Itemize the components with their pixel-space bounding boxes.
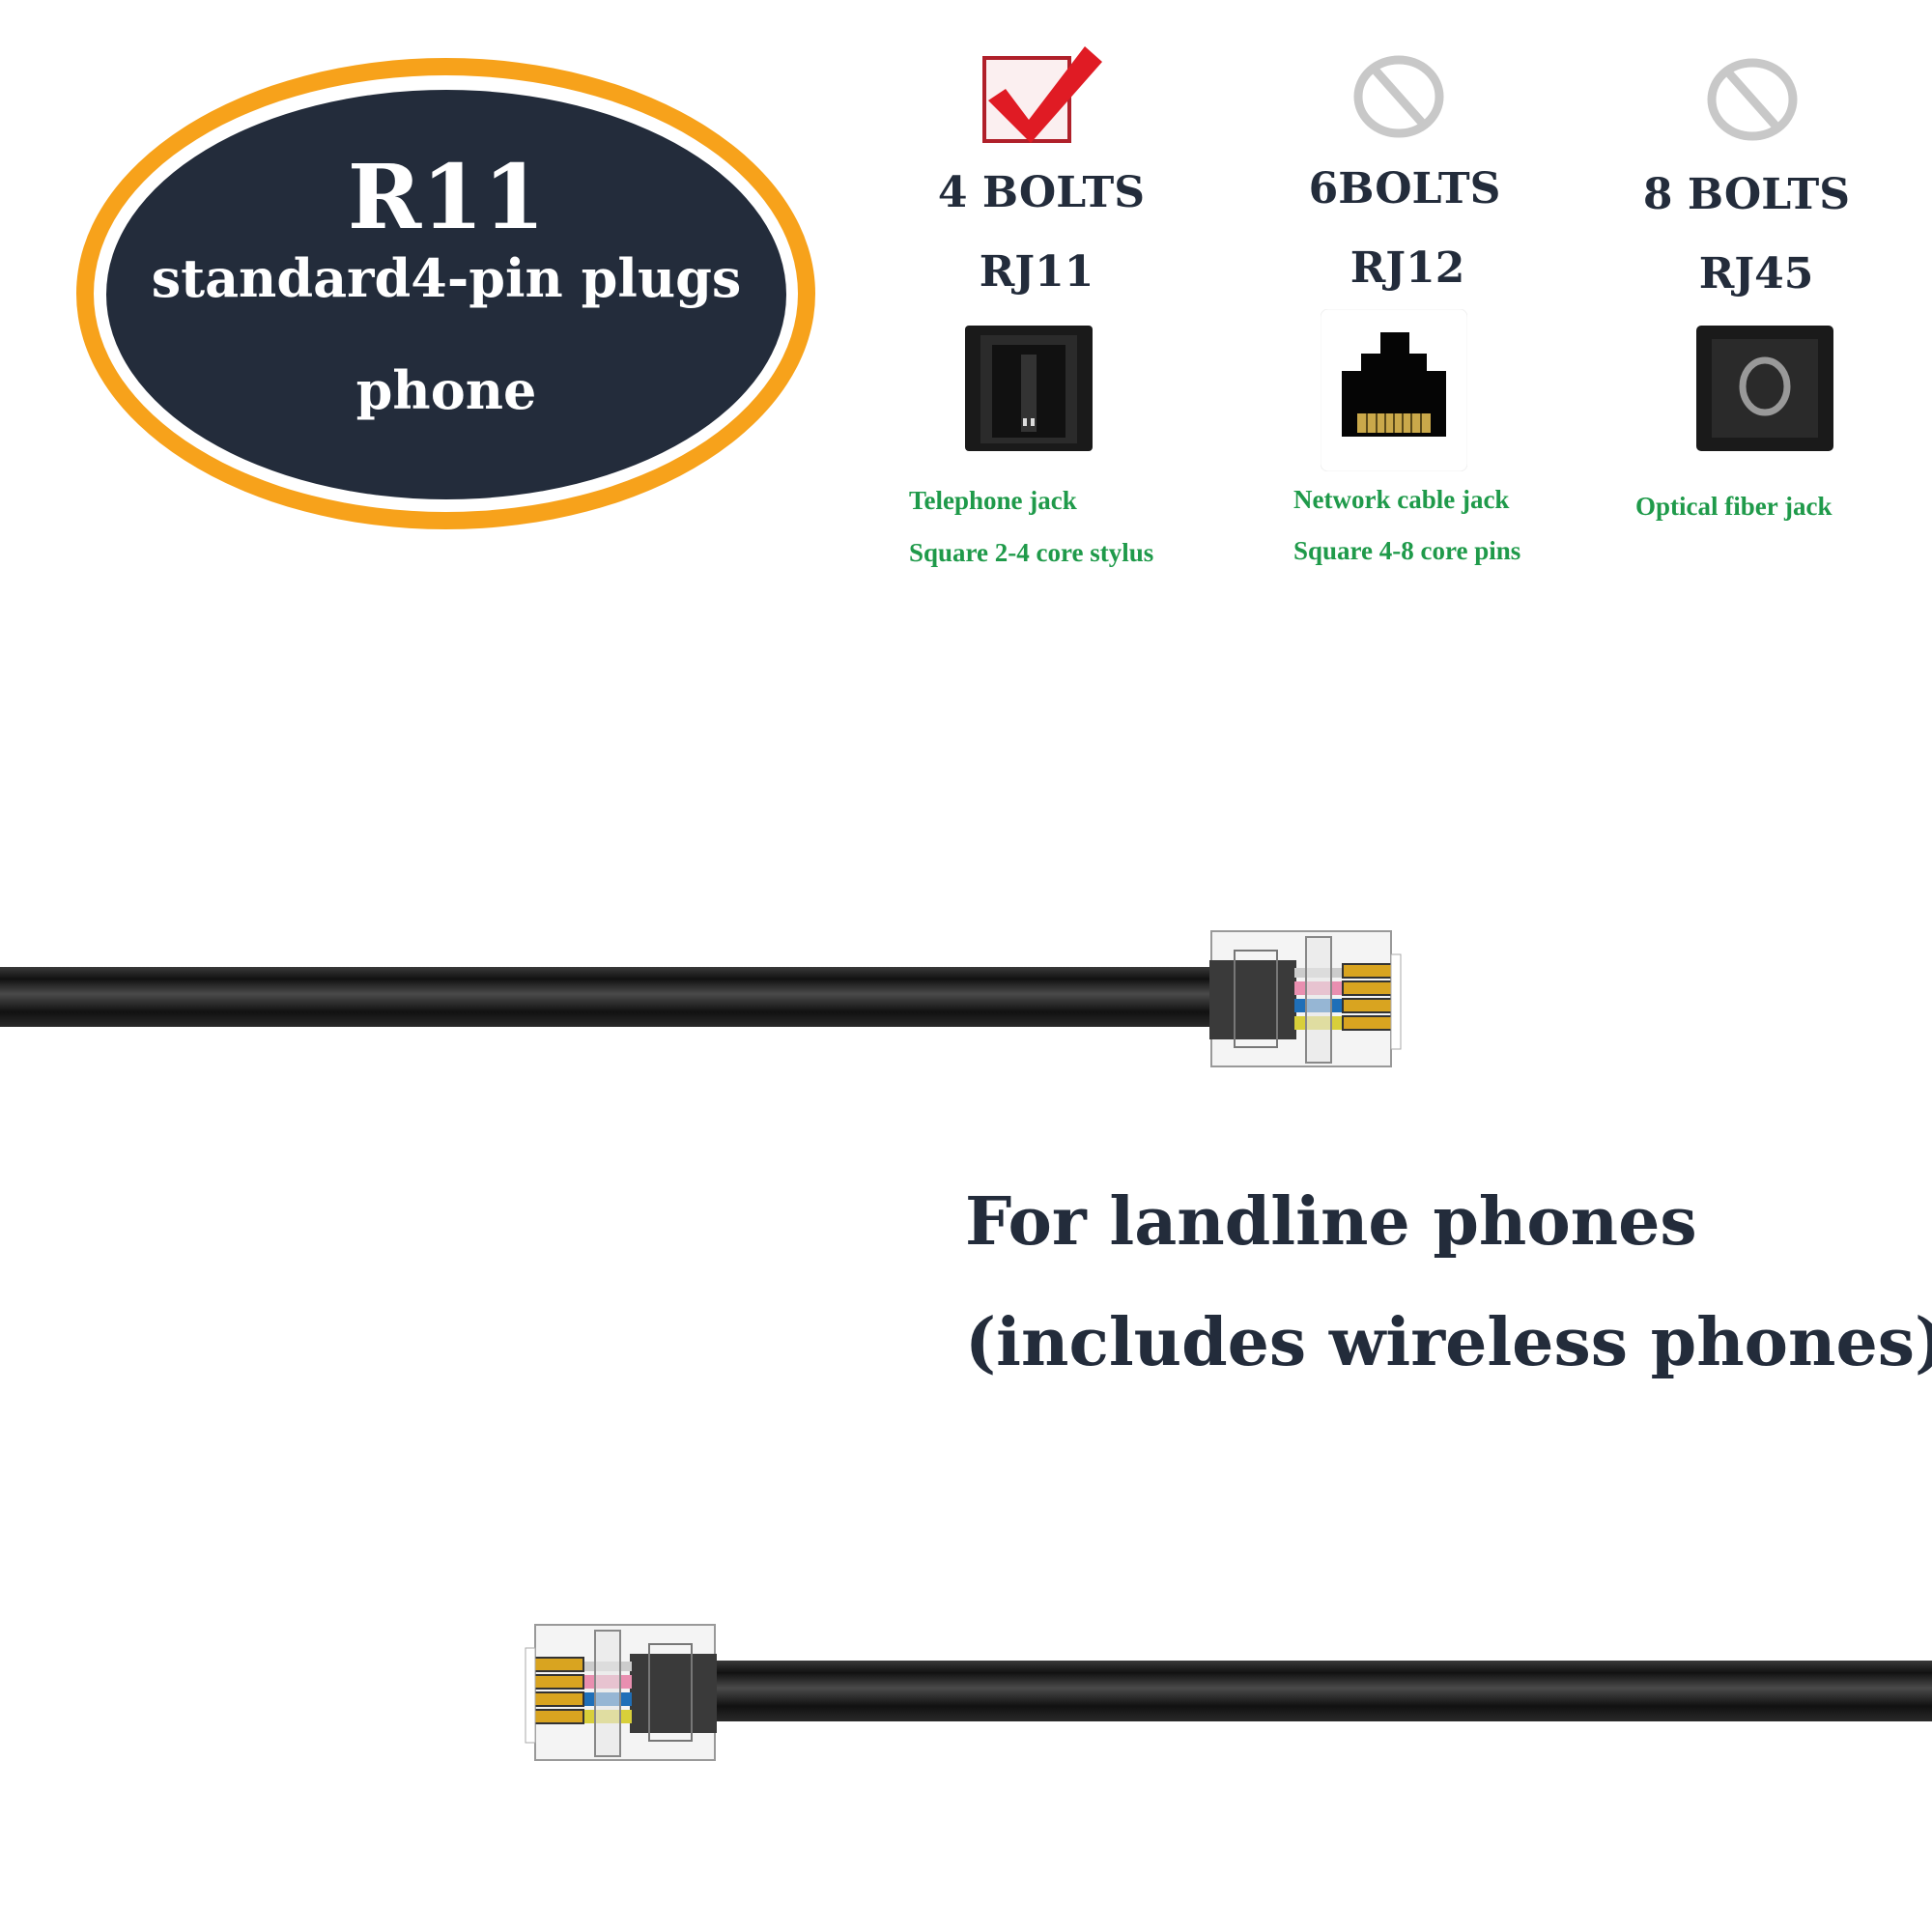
jack-description: Network cable jack [1293,485,1510,514]
caption-line2: (includes wireless phones) [965,1304,1932,1381]
bolts-label: 6BOLTS [1308,164,1501,213]
rj11-plug-icon [525,1624,717,1761]
badge-subtitle: standard4-pin plugs [151,247,742,309]
caption-line1: For landline phones [965,1183,1697,1261]
phone-cable [0,967,1217,1027]
jack-description: Optical fiber jack [1635,492,1833,521]
badge-title: R11 [347,145,546,249]
prohibited-icon [1353,55,1444,138]
telephone-jack-icon [965,326,1093,451]
model-label: RJ11 [979,247,1094,297]
jack-description: Telephone jack [909,486,1077,515]
model-label: RJ12 [1350,243,1465,293]
model-label: RJ45 [1698,249,1814,298]
checkmark-icon [982,46,1102,143]
prohibited-icon [1707,58,1798,141]
optical-fiber-jack-icon [1696,326,1833,451]
badge [106,90,786,499]
jack-pins: Square 4-8 core pins [1293,536,1521,565]
bolts-label: 8 BOLTS [1642,170,1851,219]
badge-line3: phone [355,359,537,421]
bolts-label: 4 BOLTS [937,168,1146,217]
phone-cable [710,1661,1932,1721]
rj11-plug-icon [1209,930,1402,1067]
network-jack-icon [1321,309,1467,471]
jack-pins: Square 2-4 core stylus [909,538,1154,567]
